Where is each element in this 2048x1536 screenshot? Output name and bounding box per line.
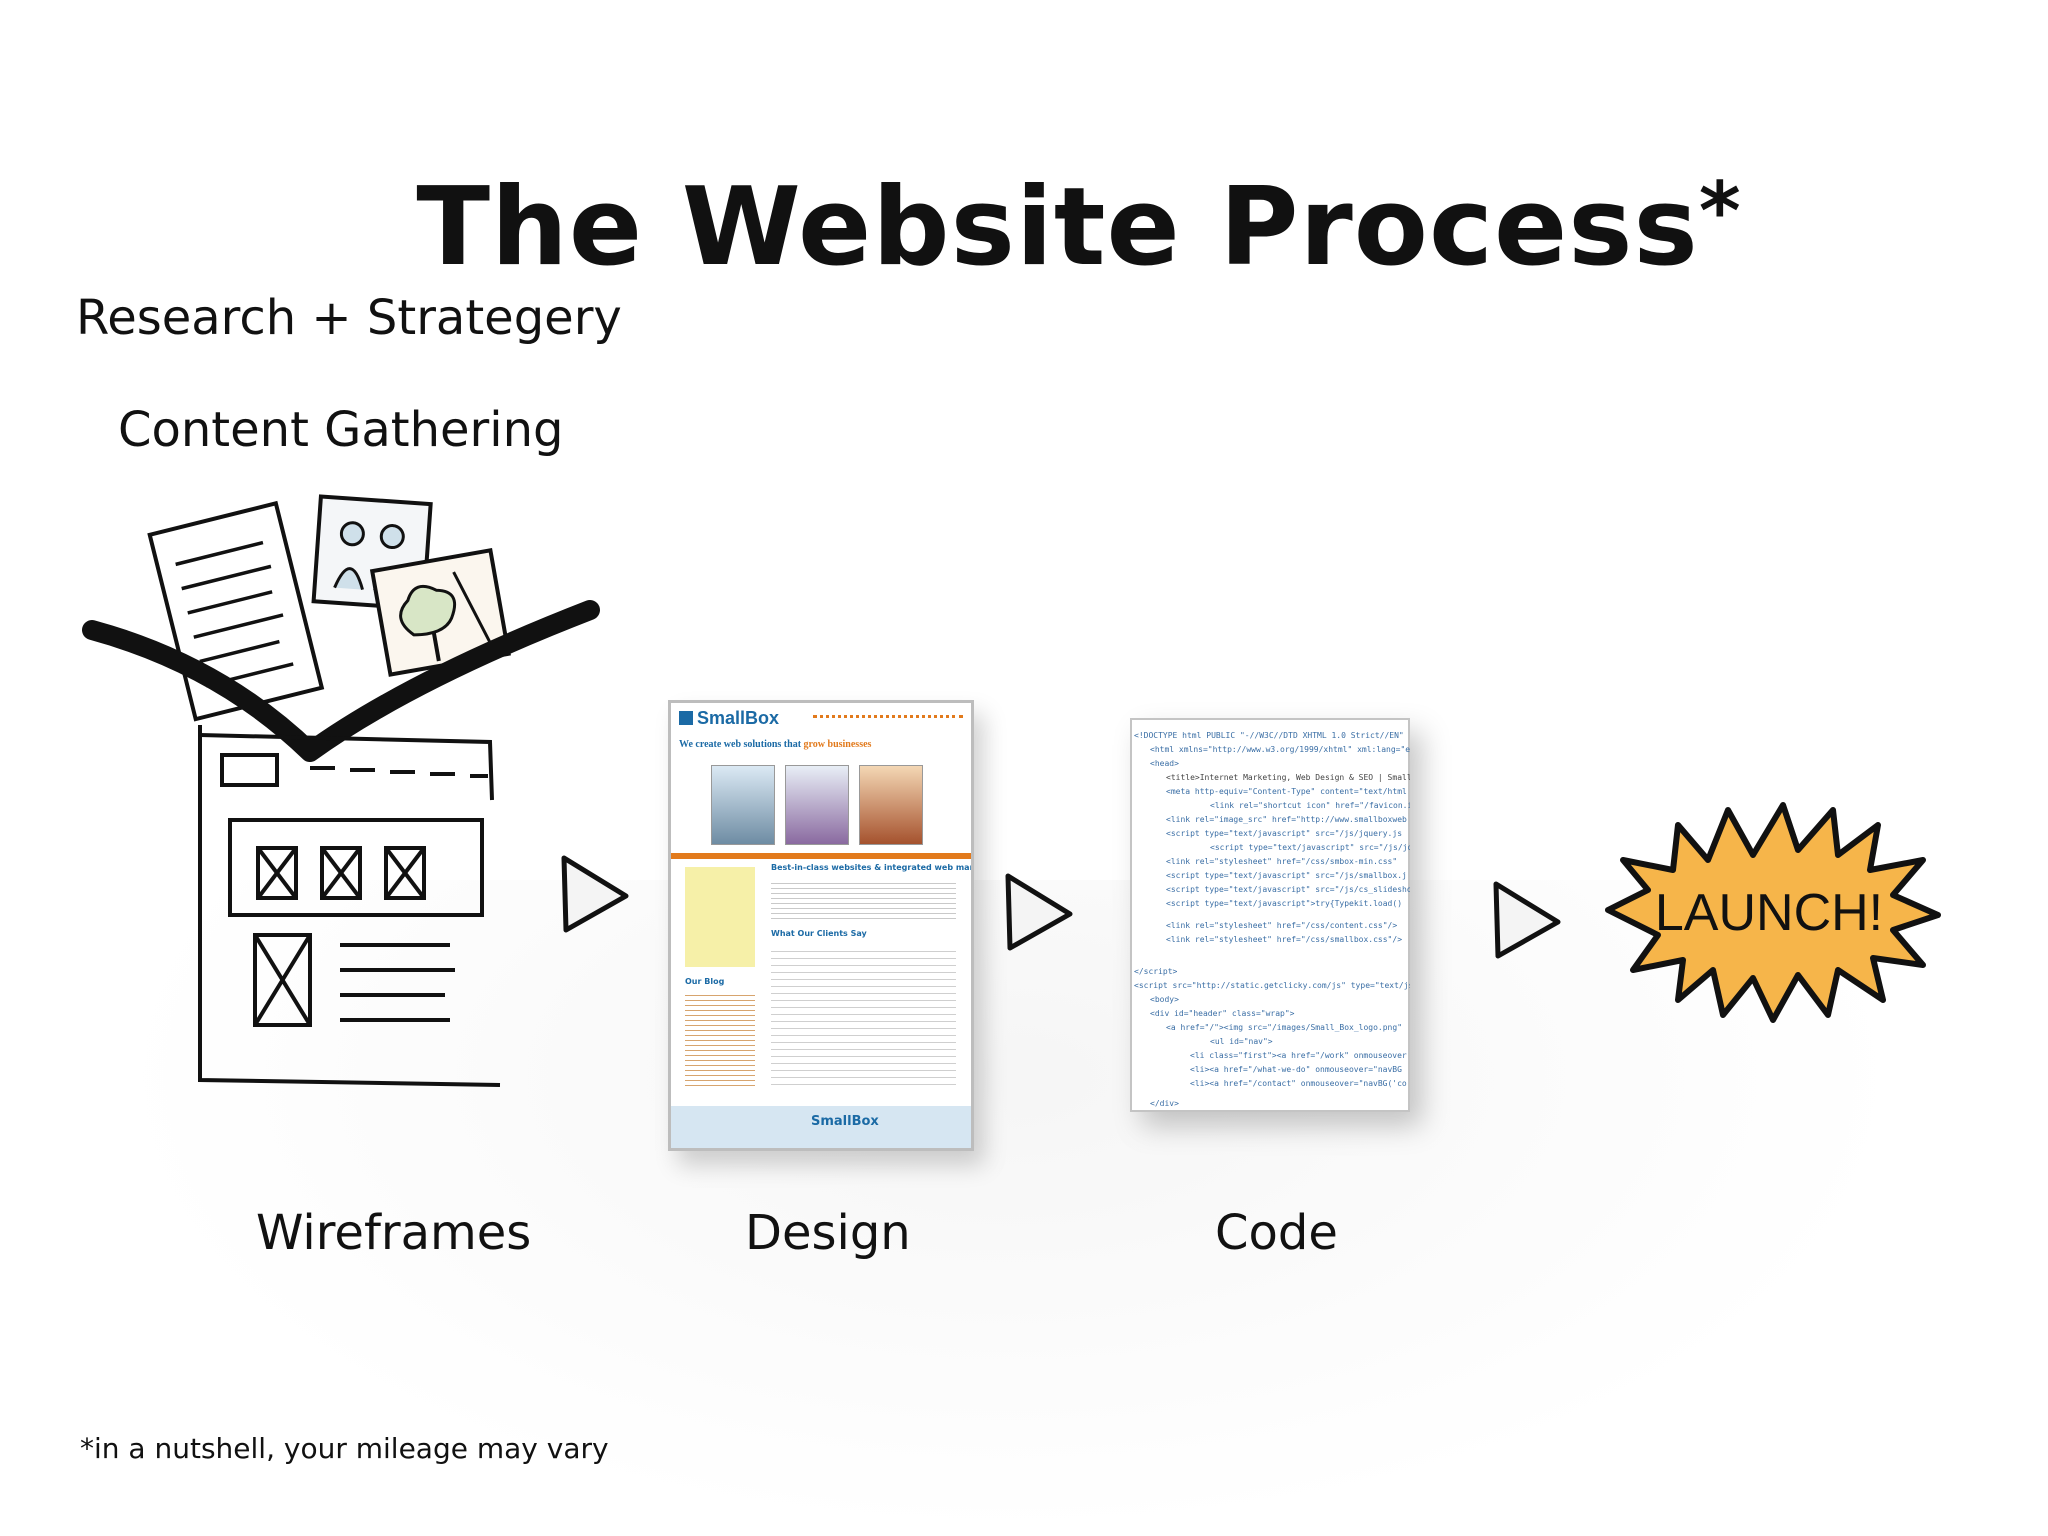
svg-text:<script type="text/javascript": <script type="text/javascript" src="/js/… — [1166, 885, 1410, 894]
svg-text:<a href="/"><img src="/images/: <a href="/"><img src="/images/Small_Box_… — [1166, 1023, 1402, 1032]
design-label: Design — [745, 1205, 911, 1261]
svg-text:<link rel="shortcut icon" href: <link rel="shortcut icon" href="/favicon… — [1210, 801, 1410, 810]
svg-text:<head>: <head> — [1150, 759, 1179, 768]
title-asterisk: * — [1699, 165, 1742, 258]
design-divider — [671, 853, 971, 859]
svg-text:<!DOCTYPE html PUBLIC "-//W3C/: <!DOCTYPE html PUBLIC "-//W3C//DTD XHTML… — [1134, 731, 1404, 740]
svg-text:<script type="text/javascript": <script type="text/javascript" src="/js/… — [1210, 843, 1410, 852]
svg-text:<link rel="stylesheet" href="/: <link rel="stylesheet" href="/css/smallb… — [1166, 935, 1402, 944]
launch-burst-icon: LAUNCH! — [1588, 790, 1950, 1030]
footnote: *in a nutshell, your mileage may vary — [80, 1432, 609, 1465]
wireframe-illustration — [190, 720, 520, 1090]
svg-text:<li><a href="/what-we-do" onmo: <li><a href="/what-we-do" onmouseover="n… — [1190, 1065, 1402, 1074]
svg-text:<script src="http://static.get: <script src="http://static.getclicky.com… — [1134, 981, 1410, 990]
svg-text:<link rel="image_src" href="ht: <link rel="image_src" href="http://www.s… — [1166, 815, 1407, 824]
svg-text:</div>: </div> — [1150, 1099, 1179, 1108]
svg-text:<li class="first"><a href="/wo: <li class="first"><a href="/work" onmous… — [1190, 1051, 1407, 1060]
design-blog-lines — [685, 991, 755, 1086]
design-headline-a: We create web solutions that — [679, 739, 801, 750]
svg-text:<script type="text/javascript": <script type="text/javascript">try{Typek… — [1166, 899, 1402, 908]
design-thumb-2 — [785, 765, 849, 845]
svg-text:<script type="text/javascript": <script type="text/javascript" src="/js/… — [1166, 829, 1402, 838]
wireframes-label: Wireframes — [256, 1205, 531, 1261]
svg-text:<link rel="stylesheet" href="/: <link rel="stylesheet" href="/css/smbox-… — [1166, 857, 1397, 866]
svg-text:<script type="text/javascript": <script type="text/javascript" src="/js/… — [1166, 871, 1407, 880]
research-strategy-label: Research + Strategery — [76, 290, 622, 346]
design-text-block — [771, 879, 956, 921]
design-headline-b: grow businesses — [804, 739, 872, 750]
smallbox-logo-icon — [679, 711, 693, 725]
design-section-title: Best-in-class websites & integrated web … — [771, 863, 974, 872]
arrow-right-icon — [556, 852, 636, 936]
slide-title: The Website Process* — [0, 165, 2048, 290]
design-mockup: SmallBox We create web solutions that gr… — [668, 700, 974, 1151]
design-footer-brand: SmallBox — [811, 1114, 879, 1129]
svg-text:<ul id="nav">: <ul id="nav"> — [1210, 1037, 1273, 1046]
launch-text: LAUNCH! — [1655, 884, 1883, 942]
svg-text:<title>Internet Marketing, Web: <title>Internet Marketing, Web Design & … — [1166, 773, 1410, 782]
design-thumb-3 — [859, 765, 923, 845]
design-nav-bar — [813, 715, 963, 722]
design-footer: SmallBox — [671, 1106, 971, 1148]
design-thumb-1 — [711, 765, 775, 845]
svg-text:<link rel="stylesheet" href="/: <link rel="stylesheet" href="/css/conten… — [1166, 921, 1397, 930]
svg-text:<meta http-equiv="Content-Type: <meta http-equiv="Content-Type" content=… — [1166, 787, 1407, 796]
design-sidebar-box — [685, 867, 755, 967]
svg-text:<html xmlns="http://www.w3.org: <html xmlns="http://www.w3.org/1999/xhtm… — [1150, 745, 1410, 754]
svg-text:<body>: <body> — [1150, 995, 1179, 1004]
design-brand: SmallBox — [697, 708, 779, 728]
svg-text:</script>: </script> — [1134, 967, 1178, 976]
content-gathering-label: Content Gathering — [118, 402, 564, 458]
svg-text:<div id="header" class="wrap">: <div id="header" class="wrap"> — [1150, 1009, 1295, 1018]
design-blog-title: Our Blog — [685, 977, 724, 986]
code-label: Code — [1215, 1205, 1338, 1261]
design-testimonials — [771, 945, 956, 1085]
code-sheet: <!DOCTYPE html PUBLIC "-//W3C//DTD XHTML… — [1130, 718, 1410, 1112]
arrow-right-icon — [1000, 870, 1080, 954]
slide-title-text: The Website Process — [416, 165, 1698, 290]
arrow-right-icon — [1488, 878, 1568, 962]
svg-text:<li><a href="/contact" onmouse: <li><a href="/contact" onmouseover="navB… — [1190, 1079, 1407, 1088]
design-clients-title: What Our Clients Say — [771, 929, 867, 938]
